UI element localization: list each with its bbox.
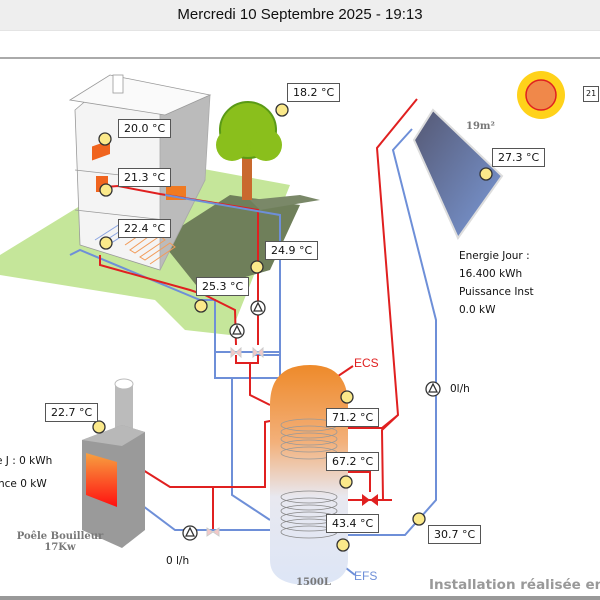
heating-diagram: 18.2 °C 20.0 °C 21.3 °C 22.4 °C 24.9 °C … bbox=[0, 59, 600, 600]
stove-name-line1: Poêle Bouilleur bbox=[16, 531, 104, 542]
sun-icon bbox=[517, 71, 565, 119]
pipe-stove-hot bbox=[134, 419, 276, 488]
valves bbox=[206, 346, 378, 537]
tank-coil-lower bbox=[280, 490, 338, 539]
temp-heating-supply: 24.9 °C bbox=[265, 241, 319, 260]
sensor-dot bbox=[98, 132, 112, 146]
pump-icon bbox=[182, 525, 198, 541]
sensor-dot bbox=[250, 260, 264, 274]
temp-tank-middle: 67.2 °C bbox=[326, 452, 380, 471]
pipe-hot-down bbox=[249, 363, 271, 406]
sensor-dot bbox=[412, 512, 426, 526]
stove-energy: e J : 0 kWh bbox=[0, 455, 53, 467]
pipe-stove-cold bbox=[134, 499, 275, 531]
sensor-dot bbox=[339, 475, 353, 489]
stove bbox=[82, 378, 145, 548]
valve-icon bbox=[206, 527, 220, 537]
tree-shadow bbox=[250, 195, 320, 210]
sensors bbox=[92, 103, 493, 552]
pipe-cold-floor1 bbox=[164, 194, 281, 356]
storage-tank bbox=[270, 365, 348, 585]
temp-stove: 22.7 °C bbox=[45, 403, 99, 422]
pipe-solar-hot bbox=[375, 98, 418, 501]
sensor-dot bbox=[275, 103, 289, 117]
pump-icon bbox=[250, 300, 266, 316]
temp-tank-bottom: 43.4 °C bbox=[326, 514, 380, 533]
three-way-valve-icon bbox=[362, 494, 378, 506]
temp-solar-return: 30.7 °C bbox=[428, 525, 482, 544]
diagram-svg bbox=[0, 71, 565, 585]
temp-tank-top: 71.2 °C bbox=[326, 408, 380, 427]
pump-icon bbox=[425, 381, 441, 397]
solar-panel bbox=[412, 108, 504, 241]
temp-ground-floor: 22.4 °C bbox=[118, 219, 172, 238]
pumps bbox=[182, 300, 441, 541]
solar-power-value: 0.0 kW bbox=[459, 304, 496, 316]
pipe-solar-hot-tank bbox=[338, 414, 399, 429]
temp-floor1: 21.3 °C bbox=[118, 168, 172, 187]
temp-solar-panel: 27.3 °C bbox=[492, 148, 546, 167]
stove-power: nce 0 kW bbox=[0, 478, 47, 490]
sub-bar bbox=[0, 31, 600, 59]
efs-label: EFS bbox=[354, 569, 378, 583]
sensor-dot bbox=[99, 183, 113, 197]
tree-trunk bbox=[242, 150, 252, 200]
pipe-cold-manifold bbox=[215, 351, 281, 379]
pipe-hot-manifold bbox=[235, 355, 259, 364]
solar-power-label: Puissance Inst bbox=[459, 286, 534, 298]
ecs-label: ECS bbox=[354, 356, 379, 370]
temp-floor2: 20.0 °C bbox=[118, 119, 172, 138]
house-shadow bbox=[160, 195, 300, 290]
stove-name-line2: 17Kw bbox=[44, 542, 76, 553]
solar-flow: 0l/h bbox=[450, 383, 470, 395]
datetime-header: Mercredi 10 Septembre 2025 - 19:13 bbox=[0, 0, 600, 31]
temp-sun-partial: 21 bbox=[583, 86, 600, 102]
pipe-solar-cold bbox=[338, 128, 437, 536]
valve-icon bbox=[230, 346, 242, 359]
sensor-dot bbox=[99, 236, 113, 250]
sensor-dot bbox=[194, 299, 208, 313]
valve-icon bbox=[252, 346, 264, 359]
sensor-dot bbox=[92, 420, 106, 434]
installer-credit: Installation réalisée en bbox=[429, 577, 600, 593]
pump-icon bbox=[229, 323, 245, 339]
sensor-dot bbox=[340, 390, 354, 404]
pipe-hot-floor1 bbox=[104, 184, 259, 345]
solar-energy-value: 16.400 kWh bbox=[459, 268, 523, 280]
temp-floor-heating: 25.3 °C bbox=[196, 277, 250, 296]
stove-flow: 0 l/h bbox=[166, 555, 190, 567]
solar-area: 19m² bbox=[466, 121, 495, 132]
sensor-dot bbox=[336, 538, 350, 552]
solar-energy-label: Energie Jour : bbox=[459, 250, 530, 262]
tank-capacity: 1500L bbox=[296, 577, 331, 588]
bottom-border bbox=[0, 596, 600, 600]
temp-outdoor: 18.2 °C bbox=[287, 83, 341, 102]
sensor-dot bbox=[479, 167, 493, 181]
pipe-cold-down bbox=[231, 378, 271, 521]
stove-name: Poêle Bouilleur 17Kw bbox=[10, 531, 110, 553]
